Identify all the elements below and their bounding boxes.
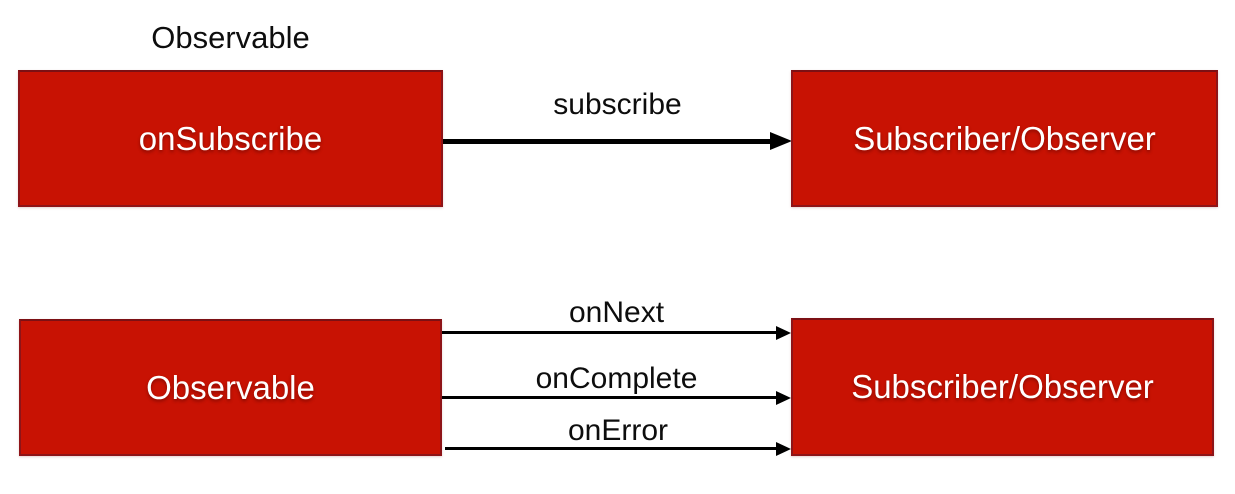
arrowhead-icon bbox=[776, 391, 791, 405]
subscriber-observer-box-top-label: Subscriber/Observer bbox=[853, 119, 1156, 157]
observable-caption: Observable bbox=[151, 20, 310, 55]
arrowhead-icon bbox=[776, 326, 791, 340]
arrowhead-icon bbox=[776, 442, 791, 456]
onerror-arrow-label: onError bbox=[567, 414, 669, 447]
onnext-arrow bbox=[442, 331, 776, 334]
subscriber-observer-box-bottom-label: Subscriber/Observer bbox=[851, 368, 1154, 405]
arrowhead-icon bbox=[770, 132, 792, 150]
onsubscribe-box: onSubscribe bbox=[18, 70, 443, 207]
subscribe-arrow-label: subscribe bbox=[553, 88, 682, 121]
observable-box: Observable bbox=[19, 319, 442, 456]
subscribe-arrow bbox=[443, 139, 772, 144]
subscriber-observer-box-top: Subscriber/Observer bbox=[791, 70, 1218, 207]
subscriber-observer-box-bottom: Subscriber/Observer bbox=[791, 318, 1214, 456]
oncomplete-arrow bbox=[442, 396, 776, 399]
observable-box-label: Observable bbox=[146, 368, 315, 406]
onnext-arrow-label: onNext bbox=[568, 296, 665, 329]
oncomplete-arrow-label: onComplete bbox=[535, 362, 698, 395]
onerror-arrow bbox=[445, 447, 776, 450]
onsubscribe-box-label: onSubscribe bbox=[138, 119, 323, 157]
